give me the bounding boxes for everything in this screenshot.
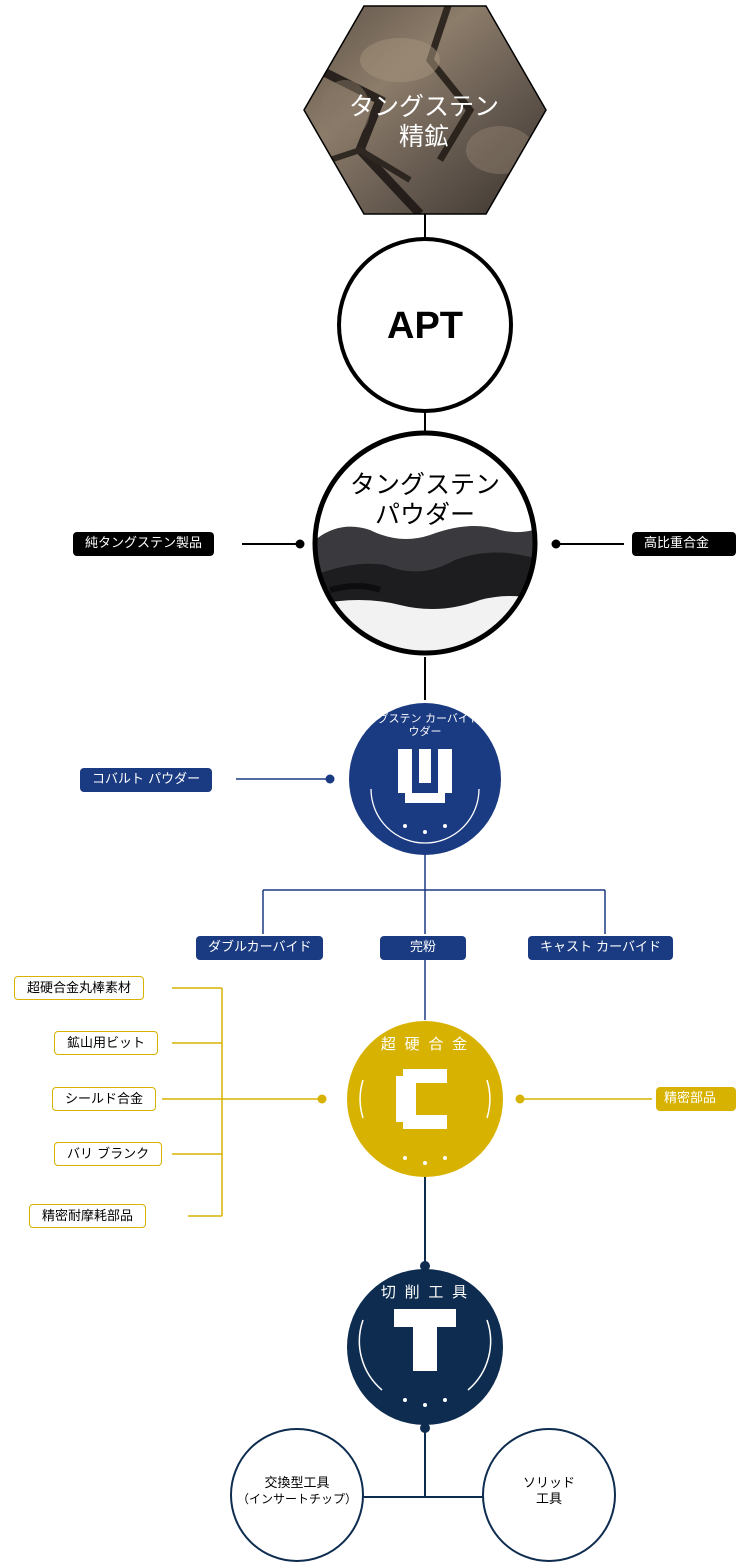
indexable-label-line1: 交換型工具 [264, 1476, 330, 1491]
w-glyph [398, 749, 452, 803]
cemented-carbide-badge [347, 1021, 503, 1177]
tag-double-carbide: ダブルカーバイド [196, 936, 324, 960]
blue-connectors [236, 778, 606, 1020]
powder-circle [312, 430, 538, 656]
solid-label-line2: 工具 [535, 1491, 562, 1507]
wear-branch-dot [317, 1094, 327, 1104]
connector-lines [242, 214, 624, 700]
t-glyph [394, 1309, 456, 1371]
tools-bottom-dot [420, 1423, 430, 1433]
tag-heavy-alloy: 高比重合金 [632, 532, 736, 556]
powder-label-line1: タングステン [349, 470, 500, 499]
carbide-powder-badge [349, 703, 501, 855]
gold-connectors [162, 987, 652, 1217]
navy-connectors [362, 1175, 485, 1498]
tag-pure-tungsten: 純タングステン製品 [73, 532, 215, 556]
ore-label: タングステン 精鉱 [324, 92, 524, 152]
ore-hexagon [303, 5, 547, 215]
tag-burr-blank: バリ ブランク [54, 1142, 163, 1166]
tag-mining-bit: 鉱山用ビット [54, 1031, 159, 1055]
tag-cobalt-powder: コバルト パウダー [80, 768, 213, 792]
precision-dot [515, 1094, 525, 1104]
tag-cast-carbide: キャスト カーバイド [528, 936, 674, 960]
ore-label-line1: タングステン [348, 92, 499, 121]
cutting-tools-arc-text: 切 削 工 具 [380, 1283, 470, 1301]
apt-circle [337, 237, 513, 413]
powder-label-line2: パウダー [374, 500, 475, 529]
tag-finished-powder: 完粉 [380, 936, 466, 960]
pure-tungsten-dot [295, 539, 305, 549]
solid-label-line1: ソリッド [522, 1476, 575, 1491]
tag-precision-parts: 精密部品 [656, 1087, 736, 1111]
tag-wear-parts: 精密耐摩耗部品 [29, 1204, 147, 1228]
cemented-carbide-arc-text: 超 硬 合 金 [380, 1035, 470, 1053]
cutting-tools-badge [347, 1269, 503, 1425]
indexable-label-line2: （インサートチップ） [236, 1491, 357, 1506]
c-glyph [396, 1069, 447, 1129]
tag-shield-alloy: シールド合金 [52, 1087, 157, 1111]
indexable-circle [230, 1428, 364, 1562]
solid-label: ソリッド 工具 [482, 1476, 616, 1507]
apt-label: APT [387, 305, 463, 347]
solid-circle [482, 1428, 616, 1562]
powder-label: タングステン パウダー [325, 470, 525, 530]
cobalt-dot [325, 774, 335, 784]
carbide-powder-arc-text: タングステン カーバイド パウダー [355, 712, 495, 739]
heavy-alloy-dot [551, 539, 561, 549]
tag-carbide-rod: 超硬合金丸棒素材 [14, 976, 145, 1000]
ore-label-line2: 精鉱 [398, 122, 449, 151]
tools-top-dot [420, 1261, 430, 1271]
indexable-label: 交換型工具 （インサートチップ） [230, 1476, 364, 1506]
